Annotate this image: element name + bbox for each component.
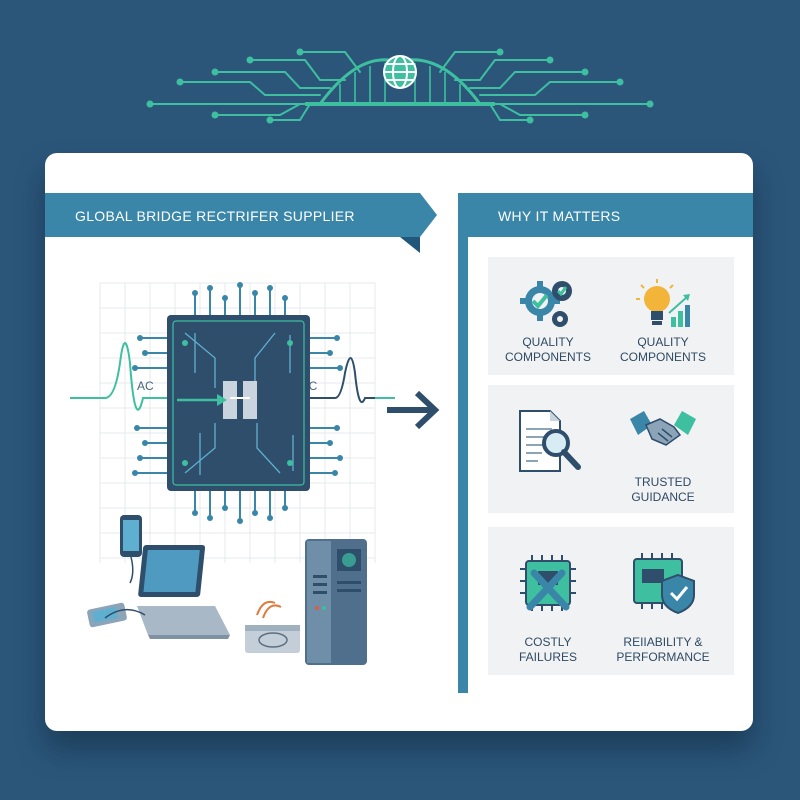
chip-shield-icon: [633, 553, 695, 615]
feature-item-quality-components-2: QUALITY COMPONENTS: [608, 275, 718, 365]
feature-label-line2: GUIDANCE: [631, 490, 695, 504]
ac-waveform: [70, 342, 185, 411]
feature-panel-3: COSTLY FAILURES REIIABILITY & PERFORMANC…: [488, 527, 734, 675]
feature-panel-1: QUALITY COMPONENTS QUALITY COMPONENTS: [488, 257, 734, 375]
handshake-icon: [630, 411, 696, 446]
rectifier-chip: [167, 315, 310, 491]
feature-item-document-review: [493, 405, 603, 477]
server-cabinet-icon: [305, 539, 367, 665]
power-module-icon: [245, 600, 300, 653]
feature-label-line1: REIIABILITY &: [623, 635, 703, 649]
feature-label-line1: QUALITY: [637, 335, 689, 349]
chip-pins: [135, 285, 340, 521]
right-title-banner: WHY IT MATTERS: [458, 193, 753, 237]
dc-waveform: [300, 357, 395, 404]
rectifier-diagram: AC DC: [70, 282, 440, 665]
feature-label-line2: PERFORMANCE: [616, 650, 710, 664]
feature-panel-2: TRUSTED GUIDANCE: [488, 385, 734, 513]
feature-item-reliability-performance: REIIABILITY & PERFORMANCE: [608, 551, 718, 665]
bridge-globe-circuit-graphic: [146, 48, 654, 124]
feature-label-line1: QUALITY: [522, 335, 574, 349]
lightbulb-growth-icon: [636, 279, 690, 327]
globe-icon: [383, 55, 417, 89]
ac-label: AC: [137, 379, 154, 393]
feature-item-quality-components: QUALITY COMPONENTS: [493, 275, 603, 365]
right-column-bar: [458, 193, 468, 693]
flow-arrow-icon: [387, 390, 440, 430]
left-panel-title: GLOBAL BRIDGE RECTRIFER SUPPLIER: [75, 208, 355, 224]
gears-check-icon: [520, 281, 572, 327]
feature-label-line1: COSTLY: [524, 635, 572, 649]
left-title-banner: GLOBAL BRIDGE RECTRIFER SUPPLIER: [45, 193, 437, 253]
chip-tools-icon: [520, 555, 576, 611]
feature-label-line2: COMPONENTS: [619, 350, 706, 364]
handheld-device-icon: [87, 602, 127, 628]
smartphone-icon: [120, 515, 142, 584]
document-magnifier-icon: [519, 410, 581, 472]
feature-label-line2: FAILURES: [518, 650, 578, 664]
right-panel-title: WHY IT MATTERS: [498, 208, 621, 224]
feature-label-line2: COMPONENTS: [504, 350, 591, 364]
content-card: GLOBAL BRIDGE RECTRIFER SUPPLIER WHY IT …: [45, 153, 753, 731]
laptop-icon: [104, 545, 230, 639]
feature-item-trusted-guidance: TRUSTED GUIDANCE: [608, 405, 718, 505]
feature-item-costly-failures: COSTLY FAILURES: [493, 551, 603, 665]
feature-label-line1: TRUSTED: [634, 475, 692, 489]
